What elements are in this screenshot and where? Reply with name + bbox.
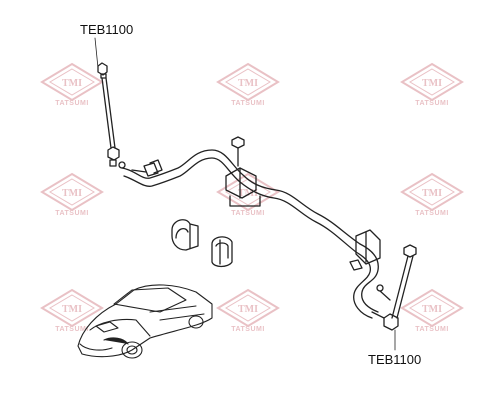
watermark-logo-text: TMI: [238, 78, 258, 89]
watermark-brand-text: TATSUMI: [55, 326, 89, 333]
watermark-logo-text: TMI: [238, 188, 258, 199]
watermark-brand-text: TATSUMI: [415, 100, 449, 107]
watermark-logo-text: TMI: [422, 188, 442, 199]
watermark-brand-text: TATSUMI: [231, 100, 265, 107]
center-clamp: [225, 136, 261, 207]
top-label-leader-line: [94, 37, 99, 69]
loose-bushing: [211, 236, 233, 268]
tatsumi-watermark: TMI TATSUMI: [400, 288, 464, 348]
left-stabilizer-link: [97, 62, 126, 169]
top-part-number-label: TEB1100: [80, 22, 134, 37]
tatsumi-watermark: TMI TATSUMI: [216, 62, 280, 122]
tatsumi-watermark: TMI TATSUMI: [400, 62, 464, 122]
tatsumi-watermark: TMI TATSUMI: [40, 62, 104, 122]
watermark-brand-text: TATSUMI: [55, 100, 89, 107]
watermark-logo-text: TMI: [238, 304, 258, 315]
watermark-logo-text: TMI: [422, 304, 442, 315]
tatsumi-watermark: TMI TATSUMI: [216, 288, 280, 348]
watermark-logo-text: TMI: [62, 188, 82, 199]
stabilizer-bar: [121, 149, 379, 319]
vehicle-sketch: [77, 284, 213, 359]
right-clamp: [349, 229, 381, 271]
watermark-brand-text: TATSUMI: [231, 210, 265, 217]
watermark-logo-text: TMI: [62, 304, 82, 315]
watermark-logo-text: TMI: [62, 78, 82, 89]
watermark-logo-text: TMI: [422, 78, 442, 89]
tatsumi-watermark: TMI TATSUMI: [40, 172, 104, 232]
left-bar-bushing: [131, 159, 163, 177]
loose-clamp: [171, 219, 199, 251]
bottom-part-number-label: TEB1100: [368, 352, 422, 367]
watermark-brand-text: TATSUMI: [415, 210, 449, 217]
right-stabilizer-link: [371, 244, 417, 331]
watermark-brand-text: TATSUMI: [55, 210, 89, 217]
tatsumi-watermark: TMI TATSUMI: [400, 172, 464, 232]
tatsumi-watermark: TMI TATSUMI: [216, 172, 280, 232]
tatsumi-watermark: TMI TATSUMI: [40, 288, 104, 348]
watermark-brand-text: TATSUMI: [415, 326, 449, 333]
watermark-brand-text: TATSUMI: [231, 326, 265, 333]
